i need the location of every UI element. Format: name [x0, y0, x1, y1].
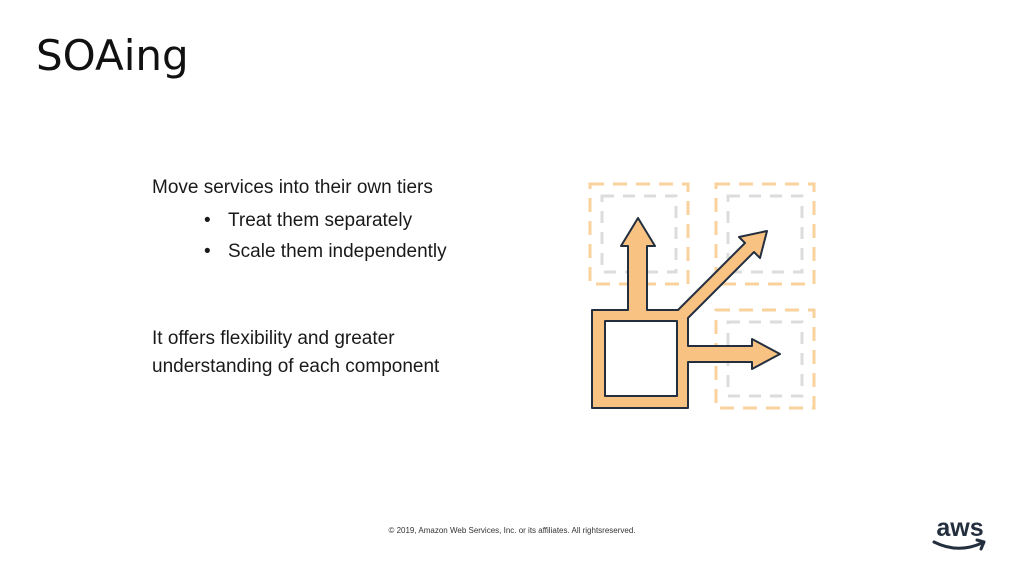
- aws-smile-icon: [932, 540, 984, 550]
- bullet-text: Scale them independently: [228, 241, 447, 262]
- lead-text: Move services into their own tiers: [152, 177, 433, 198]
- closing-text: It offers flexibility and greater unders…: [152, 325, 552, 381]
- aws-smile-arrow-icon: [975, 538, 986, 551]
- bullet-list: • Treat them separately • Scale them ind…: [152, 205, 552, 267]
- content-block: Move services into their own tiers • Tre…: [152, 174, 552, 267]
- closing-line-1: It offers flexibility and greater: [152, 328, 395, 349]
- bullet-item: • Treat them separately: [152, 205, 552, 236]
- ghost-tile-top-right: [714, 182, 816, 286]
- ghost-tile-top-left: [588, 182, 690, 286]
- bullet-text: Treat them separately: [228, 210, 413, 231]
- scale-out-arrows-icon: [588, 182, 816, 410]
- slide-title: SOAing: [36, 31, 189, 80]
- footer-copyright: © 2019, Amazon Web Services, Inc. or its…: [388, 526, 636, 535]
- aws-logo: aws: [932, 514, 986, 551]
- aws-logo-text: aws: [936, 514, 983, 542]
- closing-line-2: understanding of each component: [152, 356, 440, 377]
- bullet-marker: •: [204, 241, 211, 262]
- bullet-marker: •: [204, 210, 211, 231]
- main-square-with-arrows: [591, 217, 781, 409]
- bullet-item: • Scale them independently: [152, 236, 552, 267]
